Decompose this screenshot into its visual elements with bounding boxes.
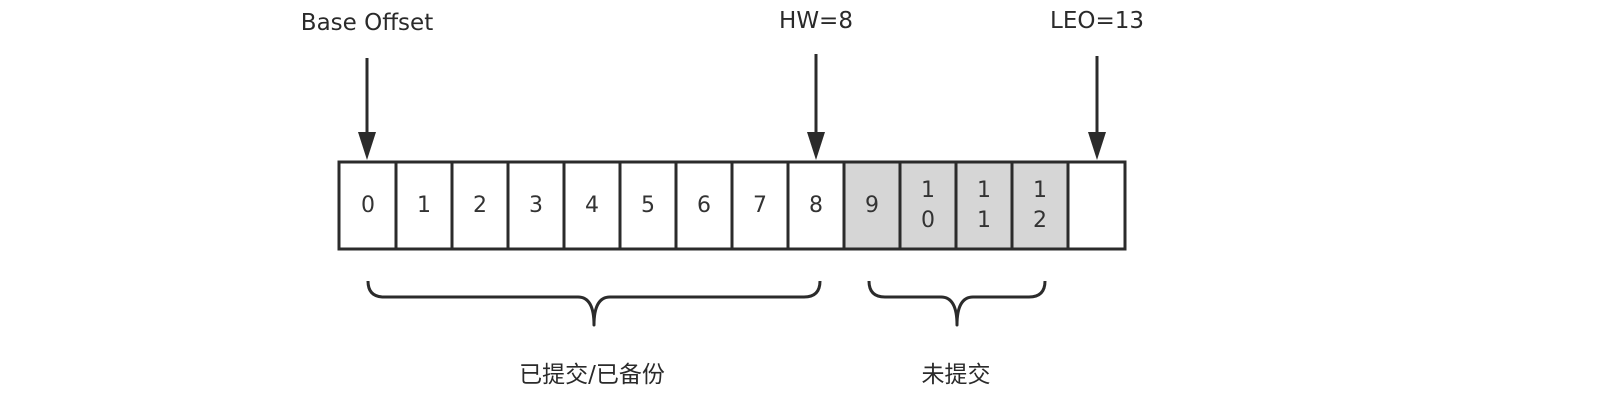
cell-value: 9: [865, 192, 879, 218]
cell-value: 7: [753, 192, 767, 218]
leo-arrow: [1088, 56, 1106, 160]
cell-value-line2: 1: [977, 207, 991, 233]
log-cell-4: 4: [564, 161, 620, 250]
log-cell-9: 9: [844, 161, 900, 250]
log-cell-10: 1 0: [900, 161, 956, 250]
cell-value-line2: 2: [1033, 207, 1047, 233]
cell-value-line1: 1: [921, 177, 935, 203]
uncommitted-label: 未提交: [921, 362, 991, 388]
log-cell-0: 0: [340, 161, 396, 250]
log-cell-empty: [1068, 161, 1125, 250]
log-cell-8: 8: [788, 161, 844, 250]
cell-value: 5: [641, 192, 655, 218]
cell-value: 8: [809, 192, 823, 218]
log-cell-3: 3: [508, 161, 564, 250]
log-cell-5: 5: [620, 161, 676, 250]
uncommitted-brace: [867, 280, 1047, 327]
log-cell-11: 1 1: [956, 161, 1012, 250]
cell-value: 2: [473, 192, 487, 218]
cell-value: 6: [697, 192, 711, 218]
cell-value-line2: 0: [921, 207, 935, 233]
hw-label: HW=8: [779, 8, 853, 34]
log-cell-12: 1 2: [1012, 161, 1068, 250]
committed-label: 已提交/已备份: [519, 362, 665, 388]
hw-arrow: [807, 54, 825, 160]
cell-value-line1: 1: [1033, 177, 1047, 203]
cell-value-line1: 1: [977, 177, 991, 203]
log-cell-1: 1: [396, 161, 452, 250]
base-offset-label: Base Offset: [300, 10, 434, 36]
log-cell-6: 6: [676, 161, 732, 250]
cell-value: 4: [585, 192, 599, 218]
committed-brace: [366, 280, 822, 327]
cell-value: 0: [361, 192, 375, 218]
log-frame: [337, 160, 1127, 251]
cell-value: 1: [417, 192, 431, 218]
cell-value: 3: [529, 192, 543, 218]
log-cell-2: 2: [452, 161, 508, 250]
log-cell-7: 7: [732, 161, 788, 250]
leo-label: LEO=13: [1050, 8, 1144, 34]
base-offset-arrow: [358, 58, 376, 160]
